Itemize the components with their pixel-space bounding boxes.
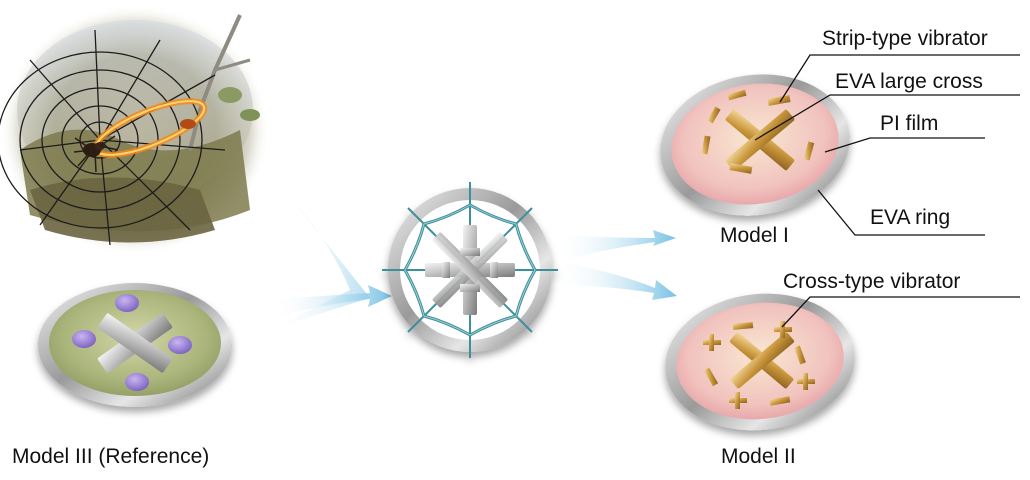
model1-disc-icon	[660, 74, 850, 216]
web-emblem-icon	[382, 182, 558, 358]
model3-disc-icon	[38, 283, 232, 407]
label-cross-type-vibrator: Cross-type vibrator	[783, 270, 960, 293]
flow-arrow-upper-right	[555, 230, 676, 262]
insect-icon	[180, 119, 196, 129]
leader-lines	[754, 54, 1020, 328]
spider-web-photo	[0, 5, 270, 255]
label-eva-large-cross: EVA large cross	[835, 70, 983, 93]
flow-arrow-left	[270, 185, 392, 330]
label-model-2: Model II	[721, 445, 796, 468]
label-strip-type-vibrator: Strip-type vibrator	[822, 27, 988, 50]
flow-arrow-lower-right	[555, 262, 677, 300]
label-pi-film: PI film	[880, 112, 938, 135]
label-model-1: Model I	[720, 224, 789, 247]
web-threads	[0, 29, 226, 246]
cross-vibrators	[703, 321, 815, 409]
label-model-3: Model III (Reference)	[12, 445, 209, 468]
label-eva-ring: EVA ring	[870, 206, 950, 229]
model2-disc-icon	[665, 293, 855, 431]
spider-icon	[73, 135, 119, 173]
